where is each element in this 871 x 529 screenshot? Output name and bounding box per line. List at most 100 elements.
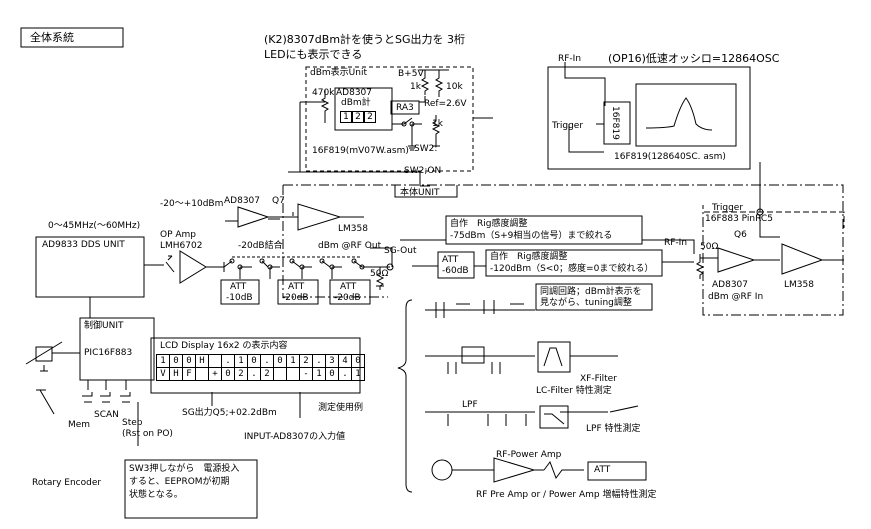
lcd-cell: . [338,367,352,381]
amp-att-label: ATT [594,465,611,475]
scan-label: SCAN [94,410,119,420]
lcd-cell: 0 [182,354,196,368]
lcd-cell: 4 [338,354,352,368]
lcd-cell: 0 [273,354,287,368]
lcd-cell: + [208,367,222,381]
dbm-rf-in-label: dBm @RF In [708,292,764,302]
digit-1: 1 [340,111,352,123]
lm358-rf-in-label: LM358 [784,280,814,290]
lcd-cell [195,367,209,381]
ad8307-top-label: AD8307 [224,196,260,206]
k2-note-line2: LEDにも表示できる [264,48,363,61]
dbm-rf-out-label: dBm @RF Out [318,241,382,251]
lcd-cell: 0 [169,354,183,368]
lcd-cell: F [182,367,196,381]
lcd-cell: 1 [156,354,170,368]
digit-display: 1 2 2 [340,111,376,123]
step-label: Step [122,418,143,428]
meas3-line1: 同調回路；dBm計表示を [540,287,642,297]
osc-chip-label: 16F819 [610,106,620,140]
lc-filter-label: LC-Filter 特性測定 [536,386,612,396]
att2-value: -20dB [282,293,309,303]
meas2-line1: 自作 Rig感度調整 [490,252,568,262]
b5v-label: B+5V [398,69,424,79]
xf-filter-label: XF-Filter [580,374,617,384]
mcu-label: 16F819(mV07W.asm) [312,146,409,156]
lcd-cell: 1 [312,367,326,381]
amp-meas-label: RF Pre Amp or / Power Amp 増幅特性測定 [476,490,657,500]
lcd-cell: H [195,354,209,368]
lcd-sg-label: SG出力Q5;+02.2dBm [182,408,277,418]
att1-value: -10dB [226,293,253,303]
lcd-cell: 0 [351,354,365,368]
lcd-cell: . [260,354,274,368]
sw3-note-line3: 状態となる。 [129,490,183,500]
osc-rf-in-label: RF-In [558,54,582,64]
meas2-line2: -120dBm（S<0；感度=0まで絞れる） [490,264,654,274]
lpf-label: LPF [462,400,478,410]
lcd-cell: 1 [351,367,365,381]
lcd-cell: V [156,367,170,381]
osc-trigger-label: Trigger [552,121,584,131]
meas1-line1: 自作 Rig感度調整 [450,219,528,229]
rf-in-label: RF-In [664,238,688,248]
att3-label: ATT [340,282,357,292]
sg-out-label: SG-Out [384,246,417,256]
digit-2: 2 [352,111,364,123]
step-sub-label: (Rst on PO) [122,429,173,439]
osc-trigger2-label: Trigger [712,203,744,213]
op-amp-label: OP Amp [160,230,197,240]
ref-label: Ref=2.6V [424,99,467,109]
lcd-cell: . [221,354,235,368]
lcd-cell: 1 [286,354,300,368]
page-title: 全体系統 [30,31,74,44]
lcd-cell: . [247,367,261,381]
osc-screen-caption: 16F819(128640SC. asm) [614,152,726,162]
lcd-cell [273,367,287,381]
lcd-cell: H [169,367,183,381]
sw3-note-line1: SW3押しながら 電源投入 [129,464,240,474]
ad8307-ic-label: AD8307 [336,88,372,98]
lm358-top-label: LM358 [338,224,368,234]
lcd-cell: . [312,354,326,368]
att60-value: -60dB [442,266,469,276]
lcd-cell: 0 [325,367,339,381]
r1k-a-label: 1k [410,82,421,92]
meas3-line2: 見ながら、tuning調整 [540,298,632,308]
dbm-unit-title: dBm表示Unit [310,68,367,78]
meas1-line2: -75dBm（S+9相当の信号）まで絞れる [450,231,613,241]
pic-label: PIC16F883 [84,348,133,358]
lcd-cell: 0 [247,354,261,368]
digit-3: 2 [364,111,376,123]
lpf-meas-label: LPF 特性測定 [586,424,641,434]
rf-power-amp-label: RF-Power Amp [496,450,562,460]
lcd-cell: 2 [234,367,248,381]
att1-label: ATT [230,282,247,292]
q6-label: Q6 [734,230,747,240]
lcd-cell [286,367,300,381]
lcd-cell: 0 [221,367,235,381]
example-label: 測定使用例 [318,403,364,413]
lcd-title: LCD Display 16x2 の表示内容 [160,341,288,351]
sw3-note-line2: すると、EEPROMが初期 [129,477,230,487]
rotary-encoder-label: Rotary Encoder [32,478,102,488]
ctrl-unit-label: 制御UNIT [84,321,124,331]
att2-label: ATT [288,282,305,292]
rf-in-50ohm-label: 50Ω [700,242,719,252]
lcd-cell: 1 [234,354,248,368]
lcd-input-label: INPUT-AD8307の入力値 [244,432,346,442]
sg-50ohm-label: 50Ω [370,269,389,279]
r10k-label: 10k [446,82,463,92]
dbm-meter-label: dBm計 [341,98,371,108]
sw2-label: SW2: [414,144,438,154]
gain-label: -20～+10dBm [160,199,224,209]
mem-label: Mem [68,420,91,430]
ra3-label: RA3 [396,103,414,113]
r1k-b-label: 1k [432,119,443,129]
lcd-cell: - [299,367,313,381]
sw2-on-label: SW2;ON [404,166,442,176]
ad8307-rf-in-label: AD8307 [712,280,748,290]
